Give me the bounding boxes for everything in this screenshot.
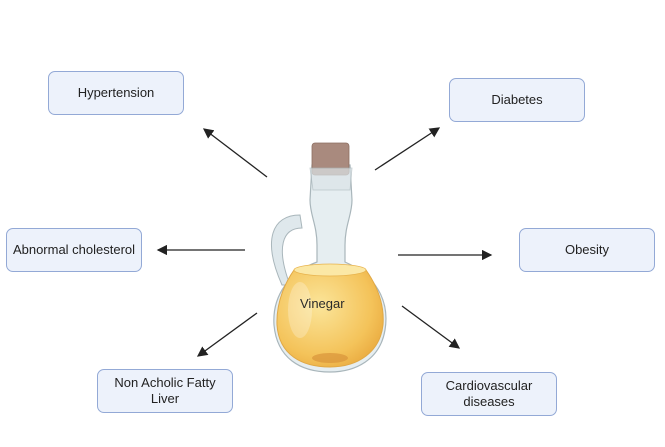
- arrow-diabetes: [374, 127, 441, 171]
- arrow-cardiovascular: [401, 305, 461, 349]
- condition-abnormal-cholesterol: Abnormal cholesterol: [6, 228, 142, 272]
- arrow-hypertension: [202, 128, 268, 178]
- condition-hypertension: Hypertension: [48, 71, 184, 115]
- condition-obesity: Obesity: [519, 228, 655, 272]
- condition-diabetes: Diabetes: [449, 78, 585, 122]
- condition-cardiovascular: Cardiovascular diseases: [421, 372, 557, 416]
- vinegar-bottle-icon: [271, 142, 387, 373]
- vinegar-label: Vinegar: [300, 296, 345, 311]
- arrow-fatty-liver: [196, 312, 258, 357]
- condition-fatty-liver: Non Acholic Fatty Liver: [97, 369, 233, 413]
